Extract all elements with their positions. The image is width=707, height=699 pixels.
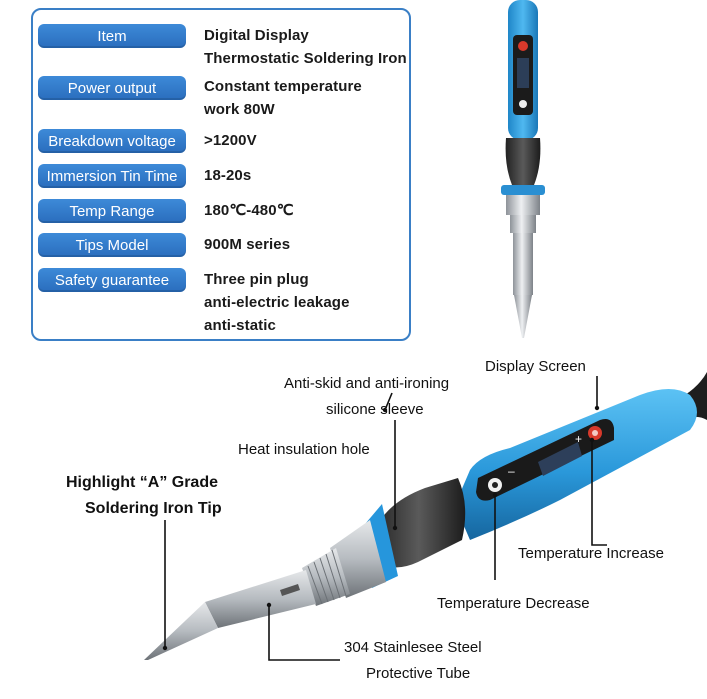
nut <box>506 195 540 215</box>
collar <box>501 185 545 195</box>
plus-symbol: + <box>575 432 582 446</box>
spec-value: 180℃-480℃ <box>204 202 294 219</box>
diagonal-iron <box>144 372 707 660</box>
leader-lines <box>164 376 607 661</box>
spec-label: Power output <box>38 76 186 100</box>
vertical-iron <box>501 0 545 338</box>
spec-label: Breakdown voltage <box>38 129 186 153</box>
spec-label: Item <box>38 24 186 48</box>
callout-display-screen: Display Screen <box>485 358 586 375</box>
increase-button-icon <box>518 41 528 51</box>
spec-label: Temp Range <box>38 199 186 223</box>
spec-label: Safety guarantee <box>38 268 186 292</box>
decrease-button-icon <box>519 100 527 108</box>
callout-temperature-increase: Temperature Increase <box>518 545 664 562</box>
callout-tip-line1: Highlight “A” Grade <box>66 474 218 491</box>
callout-sleeve-line2: silicone sleeve <box>326 401 424 418</box>
display-screen-icon <box>538 442 582 476</box>
callout-tube-line1: 304 Stainlesee Steel <box>344 639 482 656</box>
soldering-tip <box>144 602 218 660</box>
callout-temperature-decrease: Temperature Decrease <box>437 595 590 612</box>
spec-label: Tips Model <box>38 233 186 257</box>
spec-label: Immersion Tin Time <box>38 164 186 188</box>
display-screen-icon <box>517 58 529 88</box>
grip-sleeve <box>372 478 466 568</box>
handle-body <box>455 389 697 540</box>
callout-tube-line2: Protective Tube <box>366 665 471 682</box>
callout-sleeve-line1: Anti-skid and anti-ironing <box>284 375 450 392</box>
spec-value: 900M series <box>204 236 291 253</box>
callout-insulation-hole: Heat insulation hole <box>238 441 370 458</box>
minus-symbol: – <box>508 464 515 478</box>
callout-tip-line2: Soldering Iron Tip <box>85 500 222 517</box>
spec-value: 18-20s <box>204 167 252 184</box>
threaded-nut <box>510 215 536 233</box>
soldering-tip <box>514 295 532 338</box>
steel-tube <box>513 233 533 295</box>
tube-slot <box>280 584 300 596</box>
steel-tube <box>205 570 316 628</box>
spec-value: >1200V <box>204 132 257 149</box>
grip-sleeve <box>505 138 541 185</box>
